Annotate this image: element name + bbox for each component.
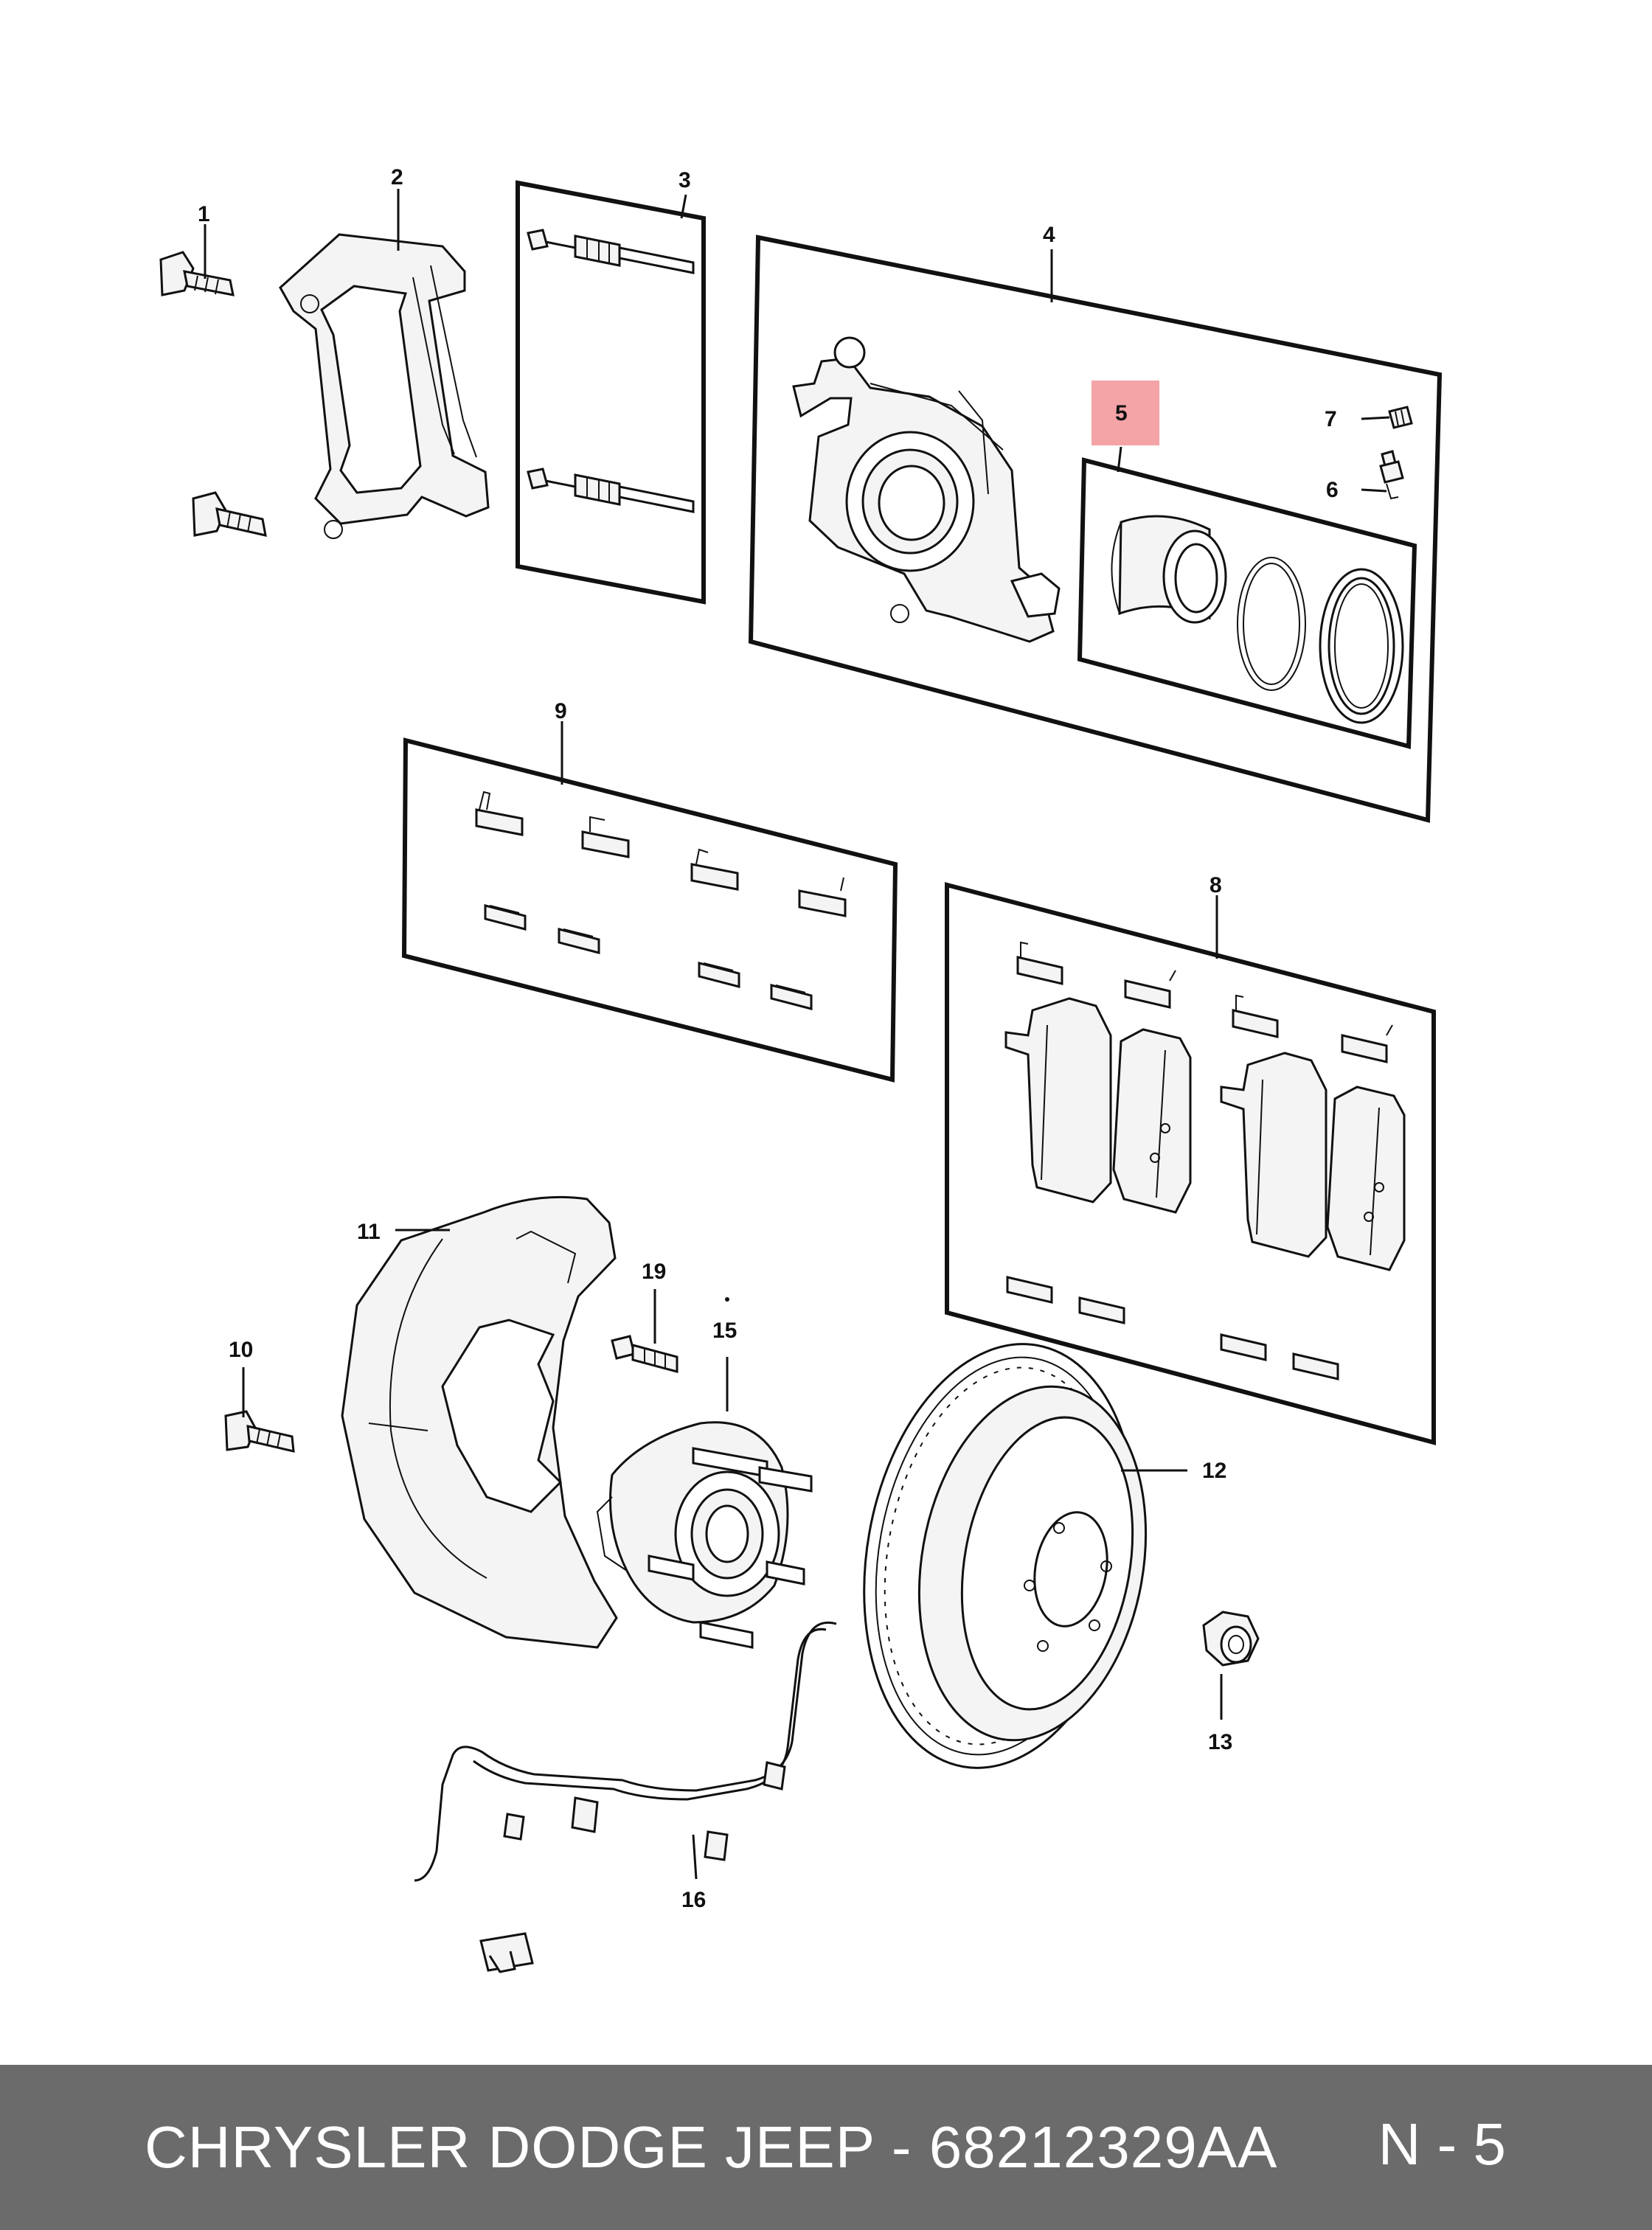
callout-9: 9 — [555, 699, 567, 723]
callout-11: 11 — [357, 1220, 381, 1244]
callout-19: 19 — [642, 1260, 666, 1284]
part-12-brake-rotor — [863, 1343, 1148, 1769]
part-4-box — [748, 235, 1443, 823]
callout-3: 3 — [678, 168, 691, 192]
part-1-bolt — [159, 251, 235, 296]
part-19-wheel-stud — [611, 1335, 678, 1373]
page-reference: N - 5 — [1378, 2111, 1506, 2177]
part-5-highlight — [1092, 381, 1159, 445]
part-8-brake-pad-2 — [1112, 1028, 1192, 1214]
part-2-caliper-bracket — [279, 233, 490, 539]
part-11-splash-shield — [341, 1195, 618, 1649]
callout-4: 4 — [1043, 223, 1055, 247]
part-10-bolt — [224, 1410, 295, 1453]
callout-12: 12 — [1202, 1459, 1226, 1483]
callout-1: 1 — [198, 202, 210, 226]
callout-7: 7 — [1325, 407, 1337, 431]
part-8-brake-pad-4 — [1326, 1086, 1406, 1271]
part-5-box — [1077, 457, 1417, 749]
part-3-guide-pin-upper — [527, 229, 695, 274]
callout-15: 15 — [712, 1319, 737, 1343]
callout-13: 13 — [1208, 1730, 1232, 1754]
part-8-pad-clips — [1006, 941, 1393, 1380]
part-8-box — [945, 882, 1436, 1445]
part-8-brake-pad-1 — [1004, 997, 1112, 1203]
part-5-dust-boot — [1319, 568, 1404, 724]
callout-16: 16 — [681, 1888, 706, 1912]
part-5-piston — [1111, 515, 1227, 624]
part-6-bleeder-screw — [1379, 450, 1404, 500]
part-13-hub-nut — [1202, 1611, 1260, 1667]
callout-8: 8 — [1210, 873, 1222, 897]
callout-5: 5 — [1115, 401, 1128, 425]
part-16-wheel-speed-sensor — [414, 1622, 837, 1973]
brake-exploded-diagram: 1 2 3 4 — [159, 165, 1443, 1973]
part-8-brake-pad-3 — [1220, 1052, 1328, 1258]
part-4-caliper-housing — [792, 336, 1061, 643]
brand-part-number: CHRYSLER DODGE JEEP - 68212329AA — [145, 2114, 1278, 2180]
part-9-box — [401, 737, 898, 1083]
part-9-clips — [475, 791, 847, 1010]
callout-6: 6 — [1326, 478, 1339, 502]
part-3-box — [516, 180, 706, 605]
part-1-bolt-lower — [192, 491, 267, 537]
part-5-seal-ring — [1237, 557, 1306, 691]
part-7-bleeder-cap — [1388, 406, 1413, 429]
part-3-guide-pin-lower — [527, 468, 695, 513]
callout-10: 10 — [229, 1338, 253, 1362]
part-15-hub-bearing — [596, 1421, 813, 1649]
footer-bar: CHRYSLER DODGE JEEP - 68212329AA N - 5 — [0, 2065, 1652, 2230]
callout-2: 2 — [391, 165, 403, 190]
